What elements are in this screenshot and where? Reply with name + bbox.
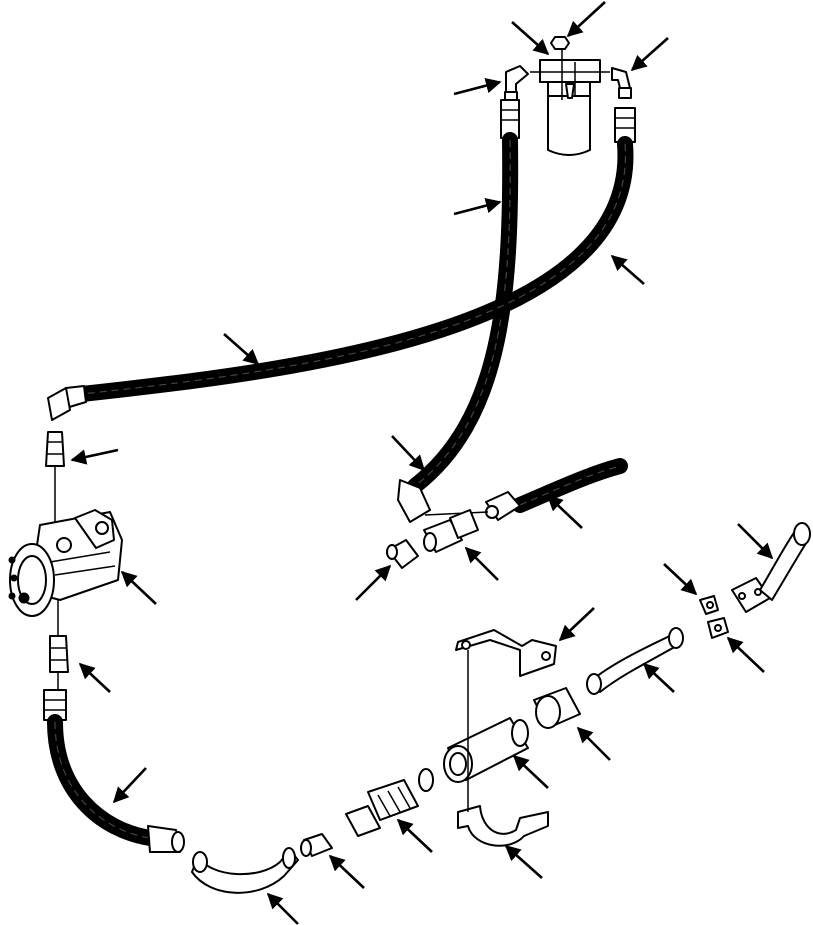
- hydraulic-pump: [8, 509, 123, 617]
- callout-hydraulic-pump: [120, 570, 157, 605]
- hose-filter-return: [47, 107, 636, 421]
- tee-fitting: [397, 479, 489, 553]
- callout-mounting-bracket: [558, 607, 595, 642]
- callout-arrows: [70, 1, 774, 925]
- connector: [300, 833, 333, 857]
- strap-clamp: [457, 800, 549, 847]
- callout-filter-head-elbow-right: [630, 37, 669, 72]
- callout-hose-pump-long: [223, 333, 260, 366]
- callout-tee-fitting: [464, 546, 499, 581]
- callout-filter-head-plug: [566, 1, 606, 38]
- flange-halves: [699, 595, 729, 639]
- callout-split-flange: [726, 636, 765, 673]
- callout-pump-adapter-top: [70, 448, 119, 465]
- filter-head-plug: [550, 36, 570, 50]
- callout-hose-supply-right: [546, 494, 583, 529]
- mounting-bracket: [455, 629, 557, 800]
- callout-filter-assembly: [511, 21, 550, 56]
- callout-tee-elbow: [355, 564, 392, 601]
- callout-strainer-screen: [396, 818, 433, 853]
- callout-tube-middle: [642, 662, 675, 693]
- filter-head-elbow-right: [611, 67, 632, 99]
- callout-pump-adapter-bottom: [78, 662, 111, 693]
- callout-connector: [328, 854, 365, 889]
- strainer-screen: [345, 779, 419, 837]
- tube-suction-elbow: [191, 847, 299, 894]
- callout-strap-clamp: [504, 844, 543, 879]
- o-ring: [418, 768, 434, 792]
- callout-flange-halves: [663, 563, 698, 596]
- strainer-housing: [443, 717, 529, 783]
- hose-pump-suction: [43, 689, 185, 853]
- callout-hose-filter-inlet: [453, 197, 502, 216]
- hose-supply-right: [485, 458, 628, 521]
- filter-head-elbow-left: [504, 65, 529, 101]
- callout-hose-pump-suction: [112, 767, 147, 804]
- split-flange: [731, 577, 771, 613]
- callout-filter-head-elbow-left: [453, 77, 502, 96]
- tee-elbow: [386, 539, 419, 569]
- pump-adapter-bottom: [49, 600, 69, 690]
- callout-hose-filter-return: [610, 254, 645, 285]
- hose-filter-inlet: [407, 99, 520, 494]
- callout-bushing: [576, 726, 611, 761]
- callout-strainer-housing: [512, 754, 549, 789]
- callout-hose-filter-inlet-lower: [391, 435, 426, 472]
- tube-middle: [586, 627, 684, 695]
- callout-tube-upper-right: [737, 523, 774, 560]
- filter-assembly: [530, 50, 610, 156]
- tube-upper-right: [759, 522, 811, 601]
- callout-tube-suction-elbow: [266, 892, 299, 925]
- bushing: [533, 687, 581, 729]
